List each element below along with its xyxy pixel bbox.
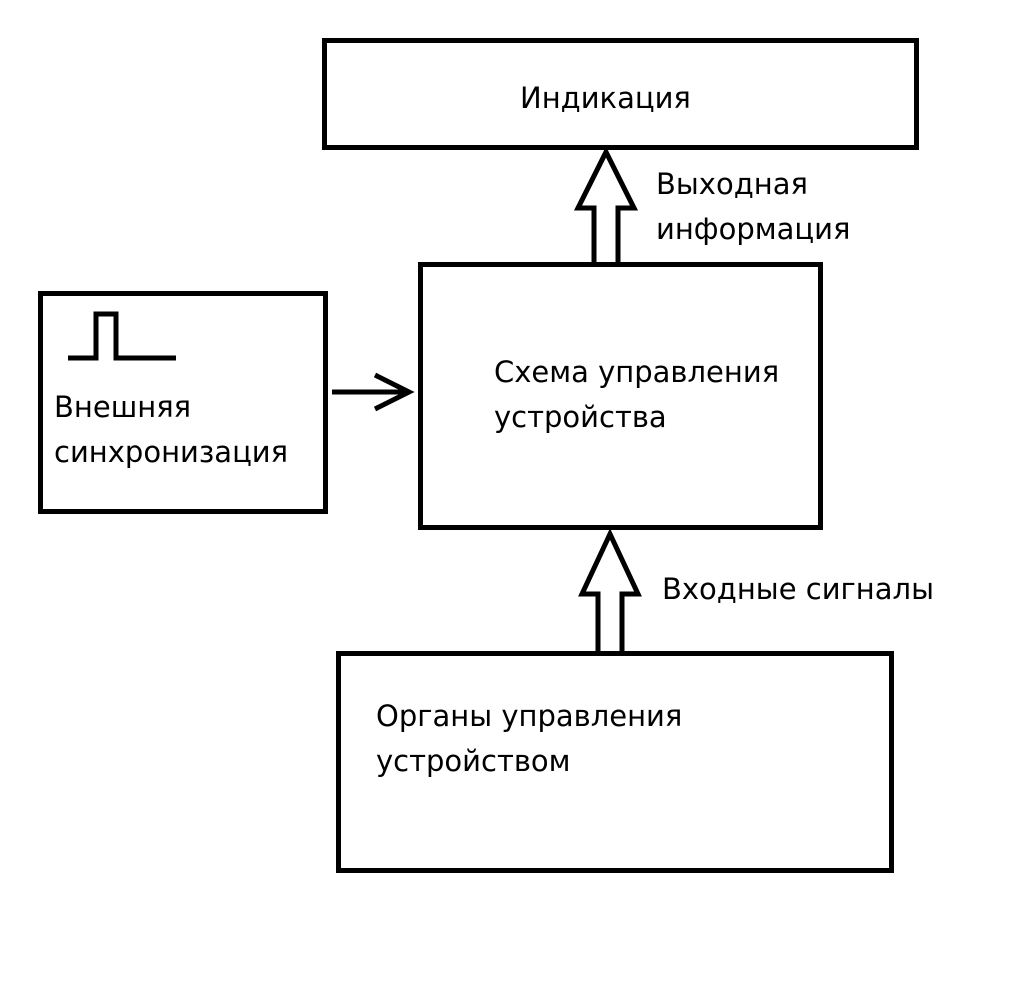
input-signals-arrow bbox=[578, 528, 642, 651]
indication-label: Индикация bbox=[520, 81, 691, 115]
output-info-arrow bbox=[573, 146, 639, 262]
external-sync-block bbox=[38, 291, 328, 514]
controls-label-line2: устройством bbox=[376, 744, 571, 778]
control-circuit-label-line1: Схема управления bbox=[494, 355, 780, 389]
controls-label-line1: Органы управления bbox=[376, 699, 683, 733]
indication-block bbox=[322, 38, 919, 150]
control-circuit-block bbox=[418, 262, 823, 530]
controls-block bbox=[336, 651, 894, 873]
external-sync-label-line2: синхронизация bbox=[54, 435, 289, 469]
pulse-icon bbox=[68, 311, 176, 361]
control-circuit-label-line2: устройства bbox=[494, 400, 667, 434]
output-info-label-line2: информация bbox=[656, 212, 851, 246]
input-signals-label: Входные сигналы bbox=[662, 572, 934, 606]
sync-arrow bbox=[332, 372, 415, 412]
output-info-label-line1: Выходная bbox=[656, 167, 808, 201]
external-sync-label-line1: Внешняя bbox=[54, 390, 192, 424]
